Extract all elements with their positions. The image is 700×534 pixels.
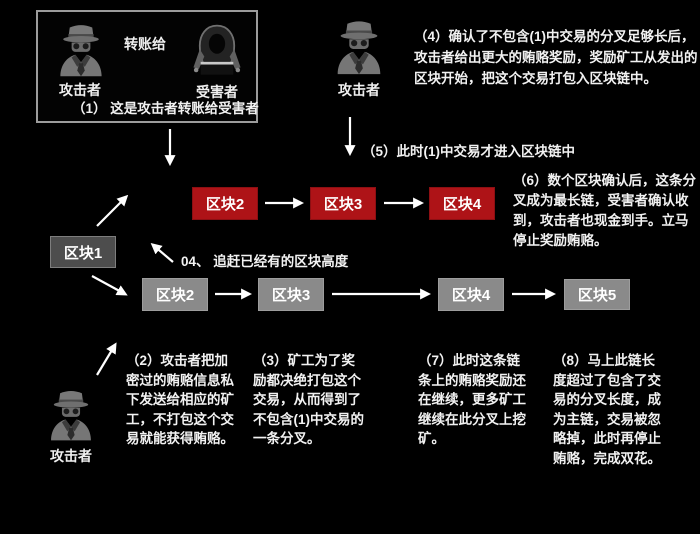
top-attacker-label: 攻击者 [338, 82, 380, 98]
step3-note: （3）矿工为了奖励都决绝打包这个交易，从而得到了不包含(1)中交易的一条分叉。 [253, 353, 364, 446]
intro-victim-label: 受害者 [196, 84, 238, 100]
step7-note: （7）此时这条链条上的贿赂奖励还在继续，更多矿工继续在此分叉上挖矿。 [418, 353, 526, 446]
red-block-3: 区块3 [310, 187, 376, 220]
attacker-icon [337, 21, 381, 75]
red-block-2: 区块2 [192, 187, 258, 220]
intro-attacker-label: 攻击者 [59, 82, 101, 98]
gray-block-3: 区块3 [258, 278, 324, 311]
gray-block-4: 区块4 [438, 278, 504, 311]
gray-block-2: 区块2 [142, 278, 208, 311]
victim-icon [193, 24, 241, 75]
step1-caption: （1） 这是攻击者转账给受害者 [72, 101, 259, 116]
step2-note: （2）攻击者把加密过的贿赂信息私下发送给相应的矿工，不打包这个交易就能获得贿赂。 [126, 353, 234, 446]
red-block-4: 区块4 [429, 187, 495, 220]
step4-note: （4）确认了不包含(1)中交易的分叉足够长后，攻击者给出更大的贿赂奖励，奖励矿工… [414, 29, 698, 86]
arrow-root-to-redchain [96, 194, 129, 227]
step6-note: （6）数个区块确认后，这条分叉成为最长链，受害者确认收到，攻击者也现金到手。立马… [513, 173, 697, 248]
arrow-bottom-attacker [96, 342, 117, 376]
transfer-label: 转账给 [124, 36, 166, 52]
attacker-icon [51, 390, 91, 441]
attacker-icon [60, 25, 102, 77]
arrow-catchup [150, 243, 174, 263]
gray-block-5: 区块5 [564, 279, 630, 310]
step8-note: （8）马上此链长度超过了包含了交易的分叉长度，成为主链，交易被忽略掉，此时再停止… [553, 353, 661, 466]
root-block: 区块1 [50, 236, 116, 268]
step5-note: （5）此时(1)中交易才进入区块链中 [362, 144, 576, 159]
arrow-root-to-graychain [91, 275, 128, 296]
intro-box: 转账给 攻击者 受害者 （1） 这是攻击者转账给受害者 [36, 10, 259, 123]
bottom-attacker-label: 攻击者 [50, 448, 92, 464]
catchup-note: 04、 追赶已经有的区块高度 [181, 254, 349, 269]
